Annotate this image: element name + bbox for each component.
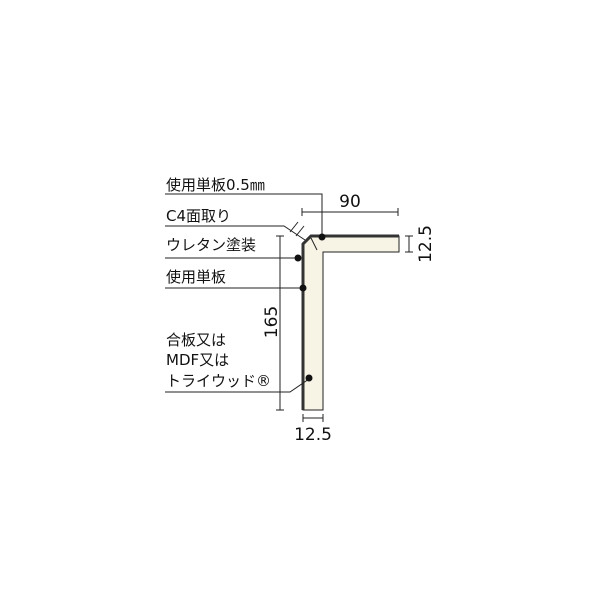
leader-line [165,378,310,393]
label-core-3: トライウッド® [166,372,271,390]
label-urethane: ウレタン塗装 [166,236,256,254]
dim-leg-thickness: 12.5 [294,425,332,445]
veneer-layer [301,234,399,410]
profile-board [302,235,400,411]
label-core-2: MDF又は [166,351,229,369]
chamfer-edge [310,237,318,251]
leader-line [165,225,306,241]
dim-height: 165 [262,306,282,338]
dim-top-width: 90 [339,192,361,212]
label-veneer: 使用単板 [166,268,226,286]
dim-top-thickness: 12.5 [416,225,436,263]
leader-dot [294,254,302,262]
label-core-1: 合板又は [166,331,226,349]
label-chamfer: C4面取り [166,207,231,225]
chamfer-mark [295,225,305,237]
label-veneer-thickness: 使用単板0.5㎜ [166,176,265,194]
leader-dot [305,374,313,382]
leader-dot [299,284,307,292]
chamfer-mark [289,221,299,233]
leader-line [165,193,323,236]
leader-dot [318,233,326,241]
